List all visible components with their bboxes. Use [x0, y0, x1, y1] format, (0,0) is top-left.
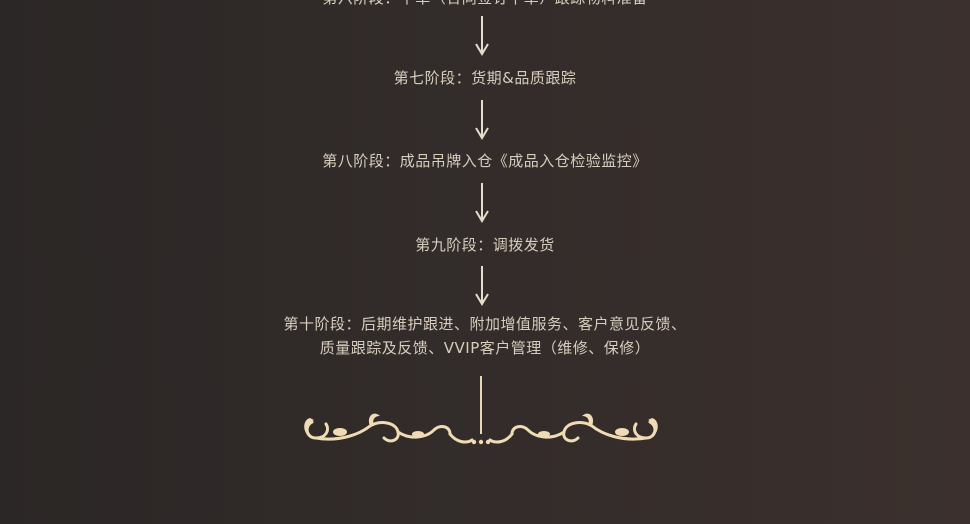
stage-10-text-line-2: 质量跟踪及反馈、VVIP客户管理（维修、保修）	[319, 339, 651, 357]
stage-9-text: 第九阶段：调拨发货	[415, 236, 555, 254]
flourish-divider-icon	[300, 404, 662, 450]
stage-8-text: 第八阶段：成品吊牌入仓《成品入仓检验监控》	[322, 152, 648, 170]
down-arrow-icon	[474, 183, 490, 223]
stage-6-text: 第六阶段：下单（合同签订下单）跟踪物料准备	[0, 0, 970, 8]
divider-line	[480, 376, 482, 434]
down-arrow-icon	[474, 266, 490, 306]
down-arrow-icon	[474, 16, 490, 56]
down-arrow-icon	[474, 100, 490, 140]
stage-7-text: 第七阶段：货期&品质跟踪	[393, 69, 577, 87]
stage-10-text-line-1: 第十阶段：后期维护跟进、附加增值服务、客户意见反馈、	[283, 315, 687, 333]
